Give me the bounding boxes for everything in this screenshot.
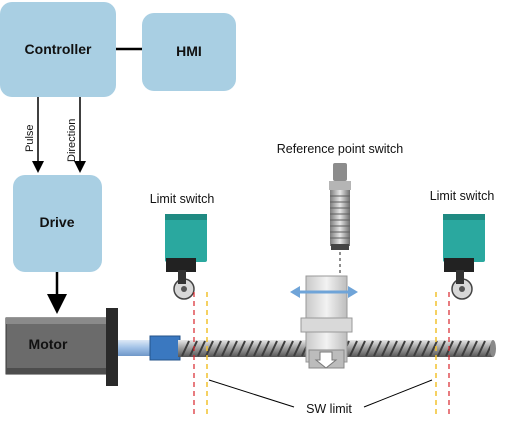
direction-label: Direction	[66, 119, 78, 162]
screw-thread	[429, 340, 438, 357]
limit-switch-right-label: Limit switch	[430, 189, 495, 203]
screw-thread	[197, 340, 206, 357]
screw-thread	[453, 340, 462, 357]
pulse-signal: Pulse	[24, 97, 44, 173]
screw-thread	[437, 340, 446, 357]
hmi-label: HMI	[176, 43, 202, 59]
limit-switch-left: Limit switch	[150, 192, 215, 300]
direction-signal: Direction	[66, 97, 86, 173]
screw-thread	[349, 340, 358, 357]
screw-thread	[357, 340, 366, 357]
screw-thread	[373, 340, 382, 357]
down-arrow-icon	[314, 351, 338, 369]
screw-thread	[253, 340, 262, 357]
screw-thread	[421, 340, 430, 357]
screw-thread	[389, 340, 398, 357]
motor-shaft	[118, 335, 181, 361]
motor: Motor	[5, 308, 118, 386]
screw-thread	[237, 340, 246, 357]
screw-thread	[213, 340, 222, 357]
screw-thread	[461, 340, 470, 357]
controller-label: Controller	[25, 41, 92, 57]
screw-thread	[469, 340, 478, 357]
screw-thread	[477, 340, 486, 357]
motion-arrow-icon	[290, 286, 358, 298]
screw-thread	[221, 340, 230, 357]
screw-thread	[261, 340, 270, 357]
reference-switch-label: Reference point switch	[277, 142, 404, 156]
drive-label: Drive	[39, 214, 74, 230]
limit-switch-left-label: Limit switch	[150, 192, 215, 206]
drive-block: Drive	[13, 175, 102, 272]
screw-thread	[269, 340, 278, 357]
screw-thread	[181, 340, 190, 357]
hmi-block: HMI	[142, 13, 236, 91]
screw-thread	[285, 340, 294, 357]
screw-thread	[413, 340, 422, 357]
limit-switch-right: Limit switch	[430, 189, 495, 300]
screw-thread	[245, 340, 254, 357]
sw-limit-callout: SW limit	[208, 379, 433, 416]
screw-thread	[229, 340, 238, 357]
screw-thread	[205, 340, 214, 357]
limit-lines	[193, 292, 450, 418]
screw-thread	[381, 340, 390, 357]
reference-point-switch: Reference point switch	[277, 142, 404, 276]
screw-thread	[293, 340, 302, 357]
controller-block: Controller	[0, 2, 116, 97]
carriage	[300, 275, 353, 369]
sw-limit-label: SW limit	[306, 402, 352, 416]
screw-thread	[397, 340, 406, 357]
motor-label: Motor	[29, 336, 68, 352]
screw-thread	[405, 340, 414, 357]
screw-thread	[277, 340, 286, 357]
screw-thread	[365, 340, 374, 357]
pulse-label: Pulse	[24, 124, 36, 152]
